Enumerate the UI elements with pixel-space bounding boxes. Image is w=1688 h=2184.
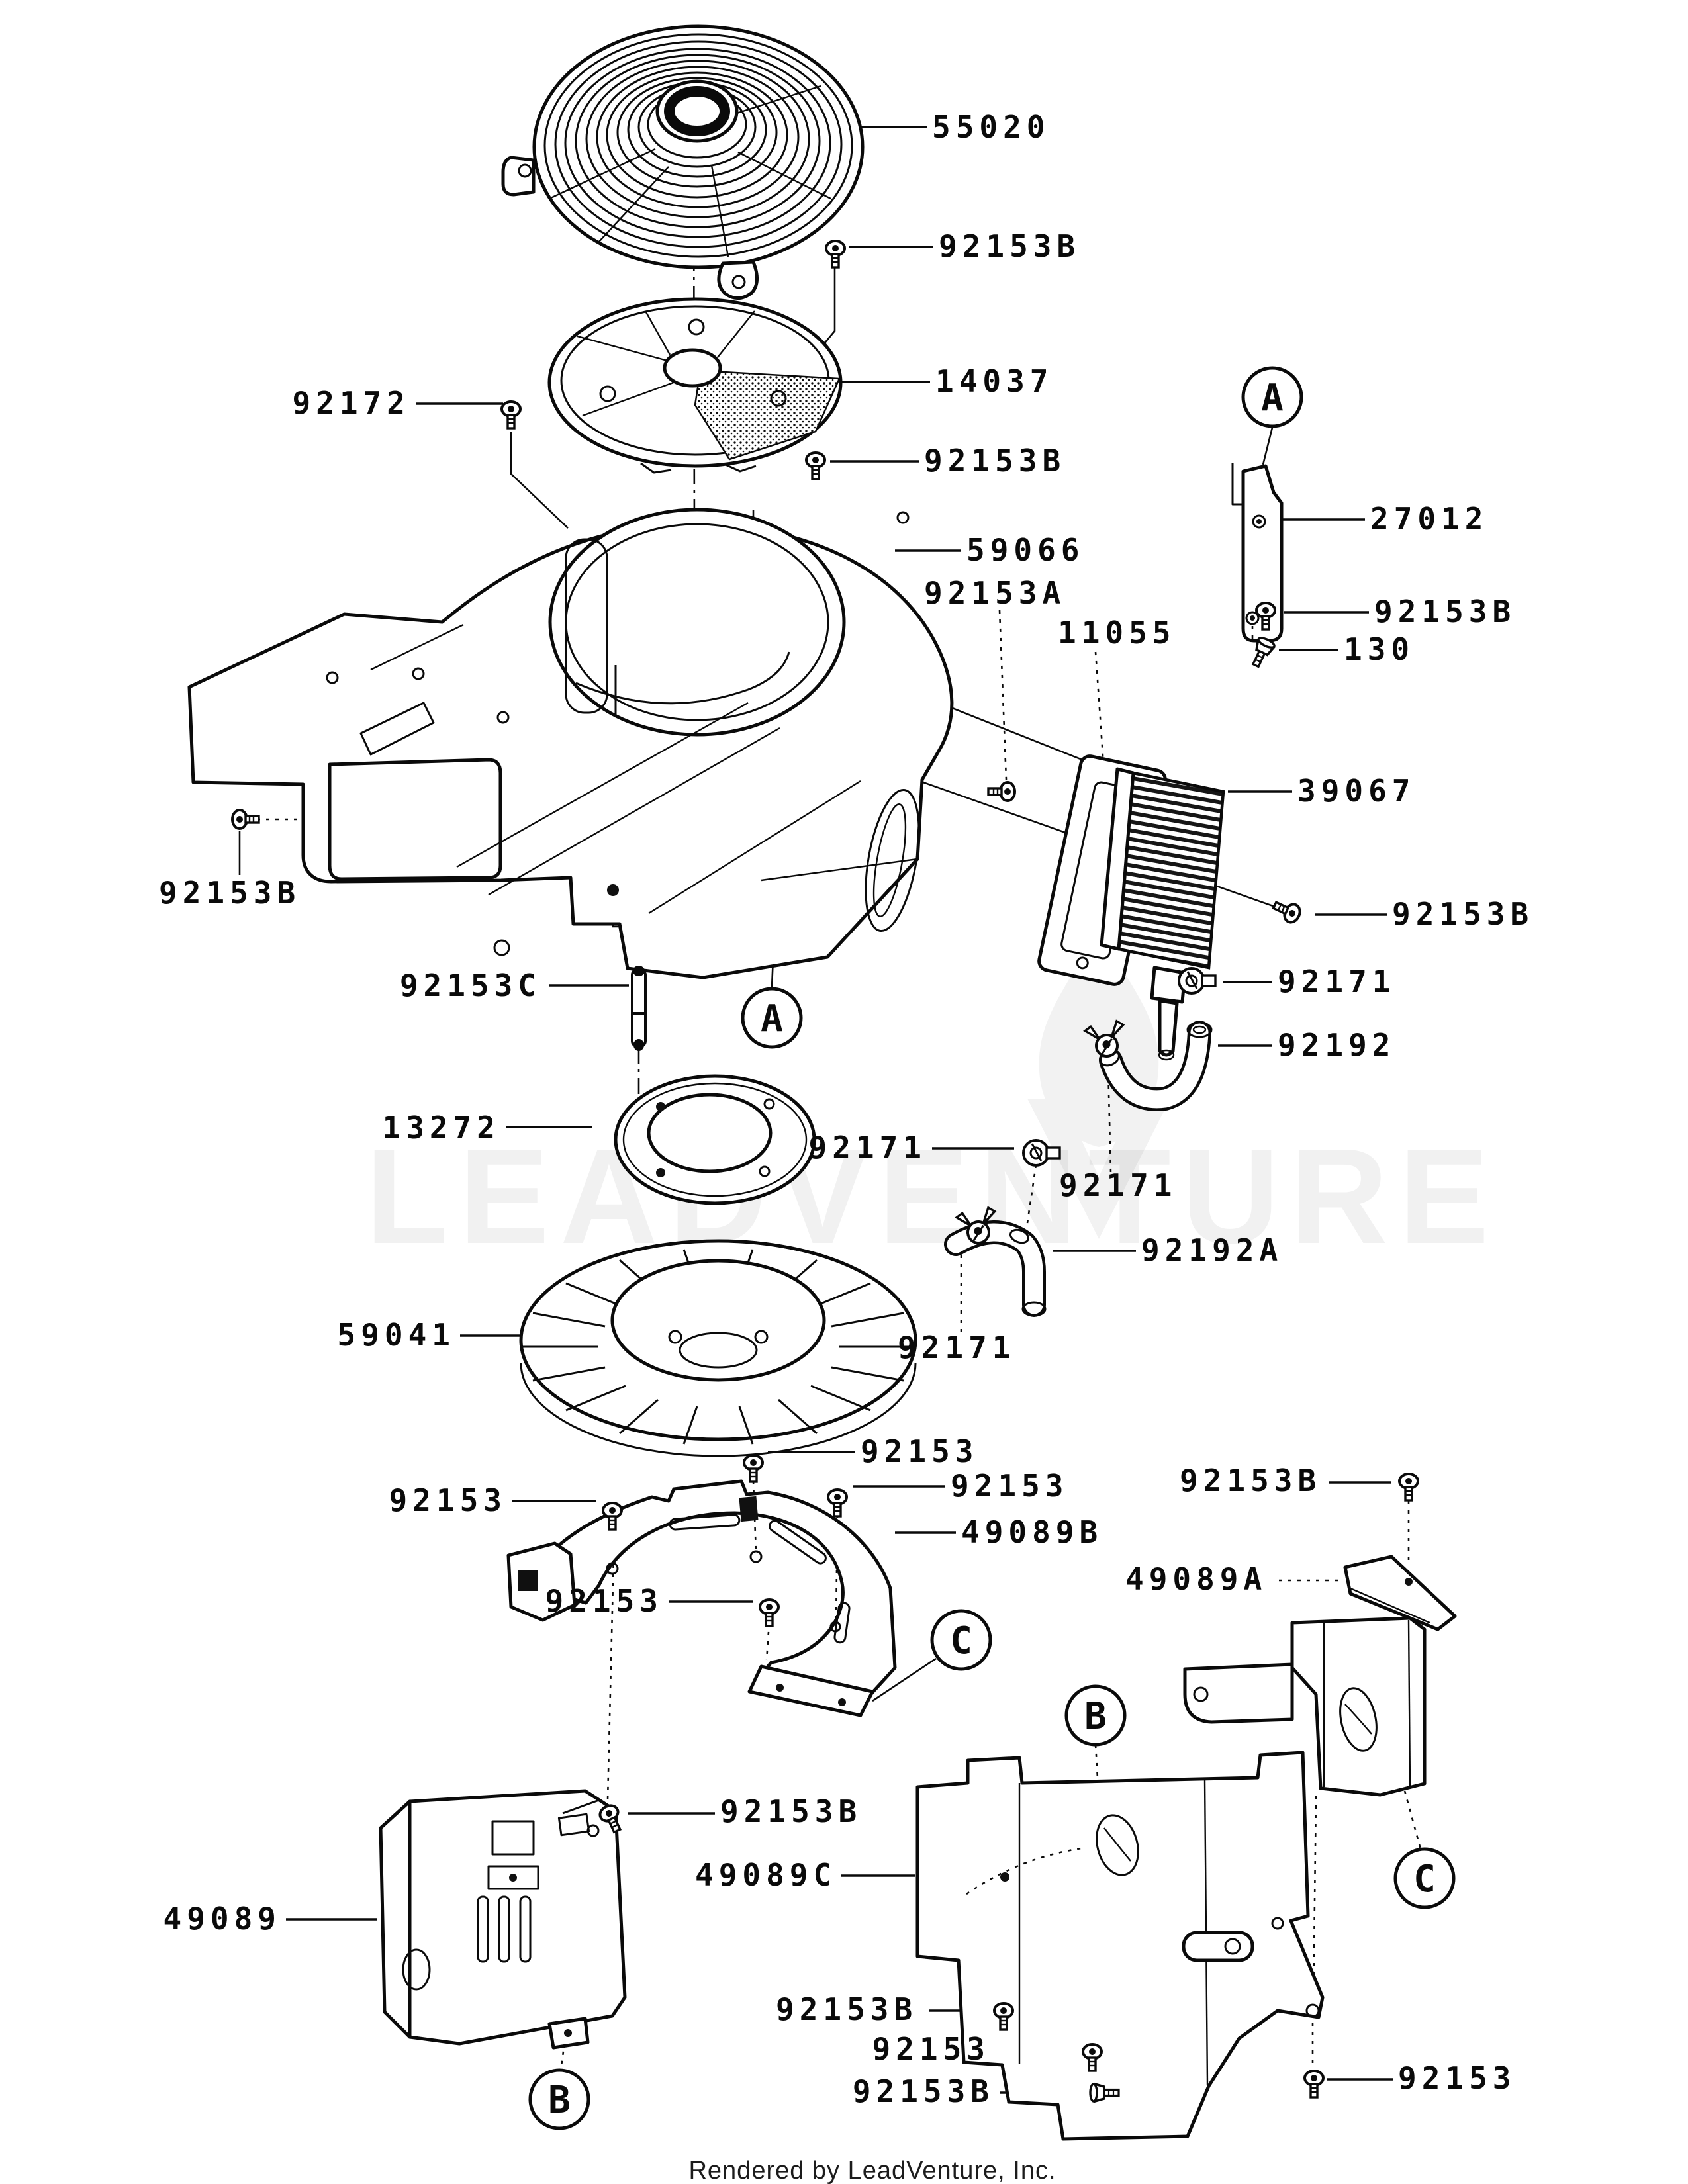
callout-label-92153b: 92153B — [776, 1991, 917, 2027]
leader-line — [872, 1657, 937, 1702]
screw-icon — [987, 781, 1016, 802]
callout-label-39067: 39067 — [1297, 773, 1415, 809]
callout-label-92153a: 92153A — [924, 575, 1066, 611]
balloon-letter: C — [950, 1619, 972, 1662]
balloon-letter: B — [1084, 1695, 1107, 1738]
callout-label-49089: 49089 — [164, 1901, 281, 1936]
part-oil-cooler-39067 — [1100, 767, 1225, 1061]
callout-label-92171: 92171 — [898, 1330, 1015, 1365]
leader-line — [1403, 1790, 1422, 1850]
stud-icon — [631, 964, 647, 1052]
screw-icon — [805, 451, 826, 480]
callout-label-92153: 92153 — [545, 1583, 663, 1619]
part-plate-13272 — [614, 1074, 816, 1205]
part-hose-92192 — [1099, 1021, 1213, 1111]
part-flywheel-fan-59041 — [519, 1239, 917, 1457]
callout-label-92153: 92153 — [389, 1482, 507, 1518]
callout-label-92171: 92171 — [1059, 1167, 1177, 1203]
balloon-marker-a: A — [1241, 366, 1303, 428]
leader-line — [1026, 1164, 1037, 1224]
leader-line — [765, 1622, 771, 1661]
callout-label-92153c: 92153C — [400, 968, 541, 1003]
callout-label-92153: 92153 — [861, 1433, 978, 1469]
balloon-letter: A — [1261, 377, 1284, 420]
leader-line — [1094, 1744, 1099, 1778]
leader-line — [1262, 427, 1274, 465]
balloon-letter: C — [1413, 1858, 1436, 1901]
balloon-marker-a: A — [741, 987, 803, 1049]
part-shroud-49089a — [1183, 1555, 1457, 1797]
balloon-letter: A — [761, 997, 783, 1040]
balloon-circle — [528, 2068, 590, 2130]
callout-label-92171: 92171 — [809, 1130, 927, 1165]
balloon-markers: A A C B C B — [528, 366, 1456, 2130]
screw-icon — [759, 1598, 780, 1627]
watermark: LEADVENTURE — [365, 923, 1500, 1272]
screw-icon — [827, 1488, 848, 1518]
callout-labels: 5502092153B140379217292153B5906692153A11… — [159, 109, 1534, 2109]
callout-label-92153b: 92153B — [1180, 1463, 1321, 1498]
part-fan-housing-59066 — [187, 508, 954, 979]
callout-label-55020: 55020 — [932, 109, 1050, 145]
footer-credit: Rendered by LeadVenture, Inc. — [688, 2157, 1056, 2184]
callout-label-92153b: 92153B — [1374, 594, 1516, 629]
screw-icon — [231, 809, 260, 830]
callout-label-92192a: 92192A — [1141, 1232, 1283, 1268]
bandclamp-icon — [1178, 967, 1217, 995]
screw-icon — [825, 240, 846, 269]
callout-label-92153: 92153 — [872, 2031, 990, 2067]
callout-label-59041: 59041 — [338, 1317, 455, 1353]
screw-icon — [1303, 2070, 1325, 2099]
screw-icon — [1398, 1473, 1419, 1502]
callout-label-92172: 92172 — [293, 385, 410, 421]
screw-icon — [1269, 895, 1304, 927]
balloon-marker-b: B — [528, 2068, 590, 2130]
balloon-circle — [1241, 366, 1303, 428]
balloon-circle — [741, 987, 803, 1049]
part-fan-guard-55020 — [501, 24, 865, 300]
balloon-marker-c: C — [930, 1609, 992, 1671]
callout-label-92153b: 92153B — [159, 875, 301, 911]
callout-label-92153b: 92153B — [939, 228, 1080, 264]
callout-label-59066: 59066 — [966, 532, 1084, 568]
callout-label-92153: 92153 — [951, 1468, 1068, 1504]
leader-line — [1094, 651, 1105, 775]
screw-icon — [500, 400, 522, 430]
balloon-letter: B — [548, 2079, 571, 2122]
callout-label-92171: 92171 — [1278, 964, 1395, 999]
leader-lines — [238, 126, 1422, 2094]
leadventure-flame-logo — [1027, 923, 1170, 1239]
balloon-marker-c: C — [1393, 1847, 1456, 1909]
callout-label-130: 130 — [1344, 631, 1415, 667]
callout-label-13272: 13272 — [383, 1110, 500, 1146]
callout-label-92153b: 92153B — [1392, 896, 1534, 932]
callout-label-49089a: 49089A — [1125, 1561, 1267, 1597]
balloon-circle — [1393, 1847, 1456, 1909]
callout-label-49089b: 49089B — [961, 1514, 1103, 1550]
balloon-marker-b: B — [1064, 1684, 1127, 1747]
balloon-circle — [1064, 1684, 1127, 1747]
callout-label-92153b: 92153B — [924, 443, 1066, 478]
callout-label-14037: 14037 — [935, 363, 1053, 399]
part-bracket-27012 — [1231, 463, 1284, 645]
part-cover-49089c — [915, 1751, 1325, 2141]
leader-line — [998, 610, 1008, 780]
leader-line — [510, 432, 569, 529]
part-cover-49089 — [379, 1789, 627, 2050]
flywheel-blades — [521, 1249, 915, 1445]
callout-label-92153b: 92153B — [720, 1794, 862, 1829]
callout-label-92192: 92192 — [1278, 1027, 1395, 1063]
callout-label-11055: 11055 — [1058, 615, 1176, 651]
callout-label-27012: 27012 — [1370, 501, 1488, 537]
watermark-text: LEADVENTURE — [365, 1120, 1500, 1272]
part-shroud-49089b — [506, 1479, 897, 1717]
callout-label-49089c: 49089C — [695, 1857, 837, 1893]
callout-label-92153: 92153 — [1398, 2060, 1516, 2096]
balloon-circle — [930, 1609, 992, 1671]
screw-icon — [743, 1454, 764, 1483]
callout-label-92153b: 92153B — [853, 2073, 994, 2109]
part-plate-14037 — [547, 297, 843, 474]
